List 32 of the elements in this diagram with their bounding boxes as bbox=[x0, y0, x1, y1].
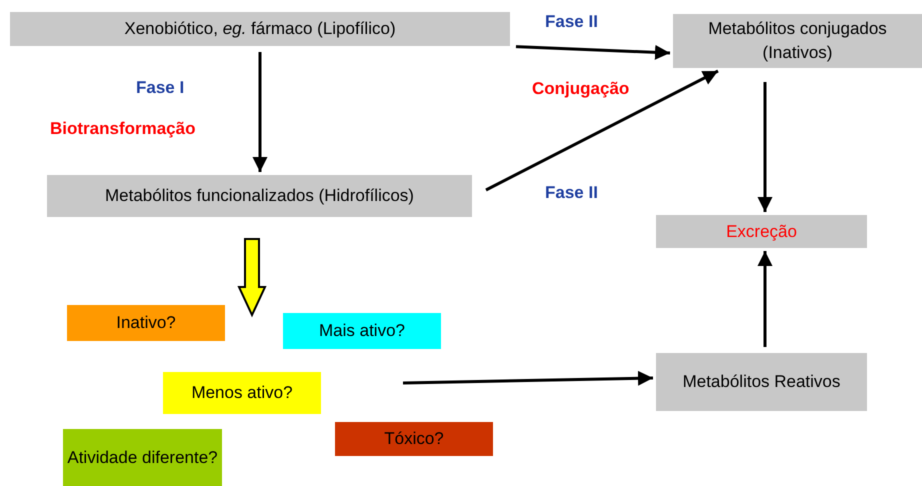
phase-label: Fase I bbox=[136, 77, 184, 99]
box-text: Metabólitos funcionalizados (Hidrofílicos) bbox=[105, 185, 414, 207]
phase-label: Biotransformação bbox=[50, 118, 196, 140]
box-text: Tóxico? bbox=[384, 428, 444, 450]
process-box bbox=[656, 215, 867, 248]
box-text: Mais ativo? bbox=[319, 320, 405, 342]
box-text: Menos ativo? bbox=[191, 382, 293, 404]
arrow bbox=[758, 82, 772, 212]
box-text: Metabólitos Reativos bbox=[682, 371, 840, 393]
arrow bbox=[758, 251, 772, 347]
process-box bbox=[47, 175, 472, 217]
box-text: Inativo? bbox=[116, 312, 176, 334]
process-box bbox=[163, 372, 321, 414]
box-text: Metabólitos conjugados (Inativos) bbox=[707, 18, 888, 64]
phase-label: Conjugação bbox=[532, 78, 630, 100]
box-text: Atividade diferente? bbox=[67, 446, 218, 468]
arrow bbox=[402, 370, 654, 386]
arrow bbox=[252, 52, 268, 172]
block-arrow bbox=[237, 238, 267, 318]
box-text: Excreção bbox=[726, 220, 797, 243]
process-box bbox=[656, 353, 867, 411]
arrow bbox=[485, 70, 719, 192]
process-box bbox=[63, 429, 222, 486]
box-text: Xenobiótico, eg. fármaco (Lipofílico) bbox=[124, 18, 396, 40]
phase-label: Fase II bbox=[545, 11, 598, 33]
process-box bbox=[10, 12, 510, 46]
phase-label: Fase II bbox=[545, 182, 598, 204]
process-box bbox=[673, 14, 922, 68]
process-box bbox=[67, 305, 225, 341]
process-box bbox=[283, 313, 441, 349]
process-box bbox=[335, 422, 493, 456]
arrow bbox=[516, 44, 670, 60]
